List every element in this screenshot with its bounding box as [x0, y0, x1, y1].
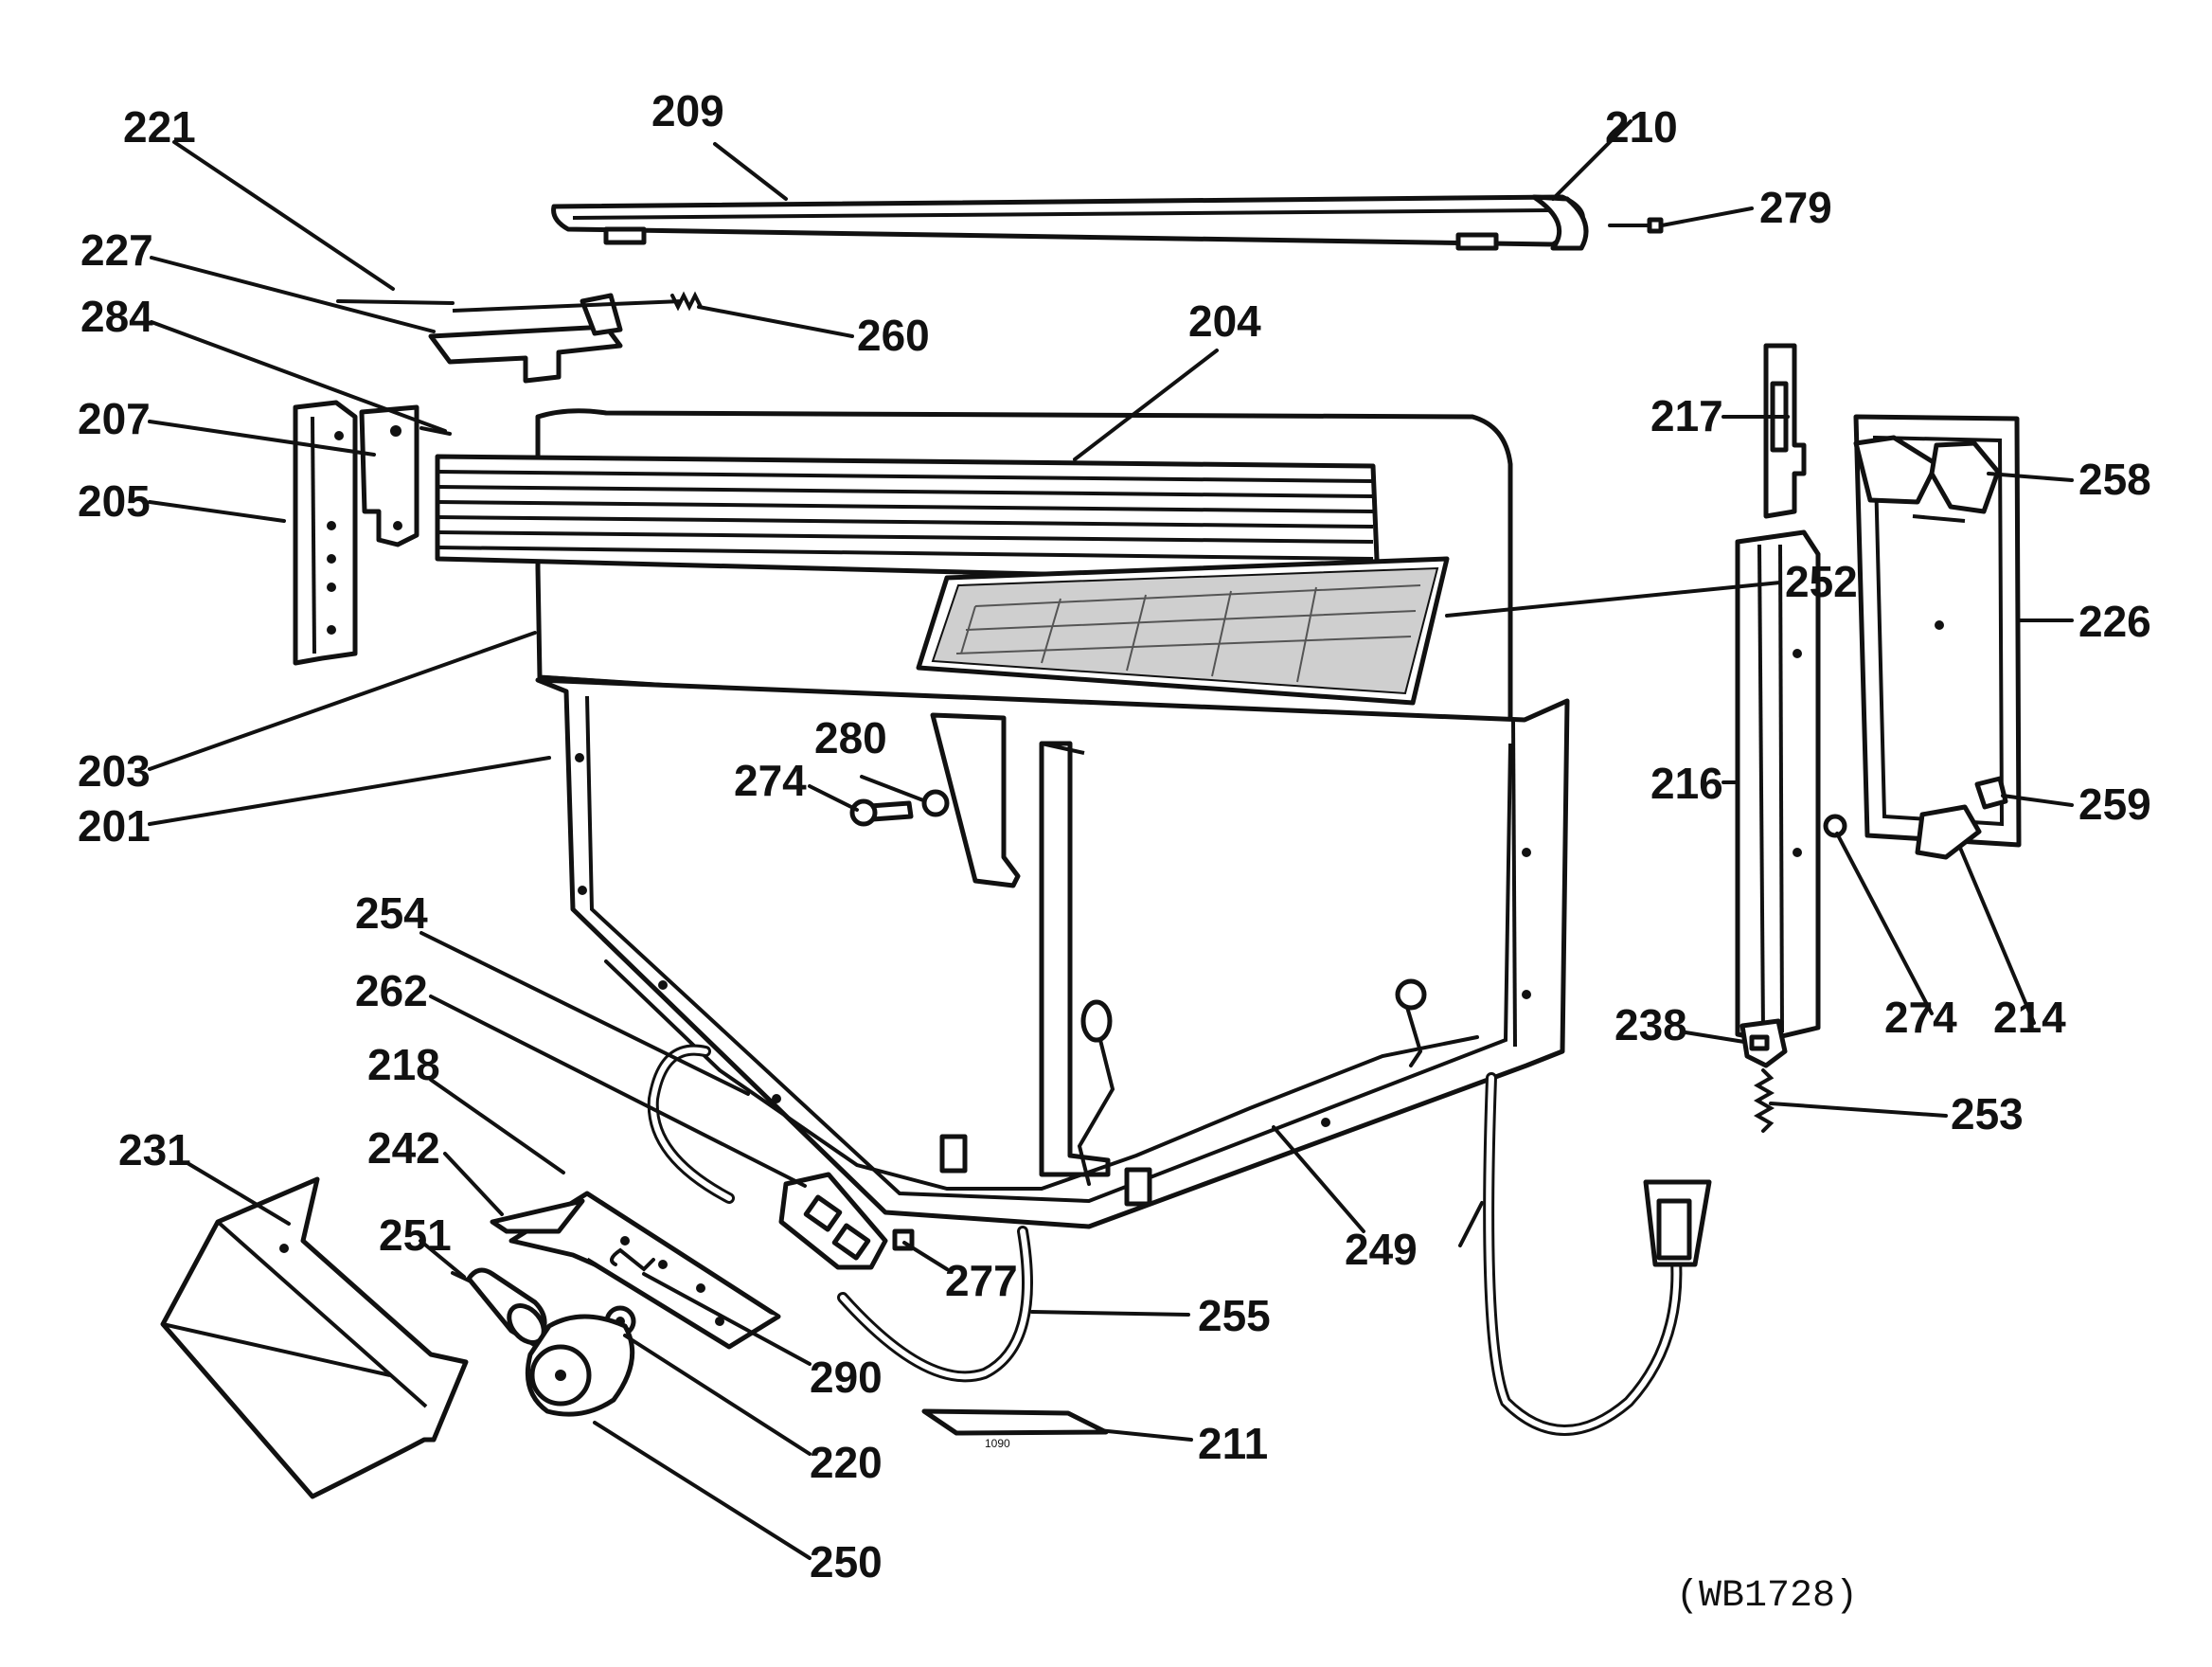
- part-clip-238: [1739, 1018, 1788, 1068]
- part-screw-279-head: [1647, 217, 1664, 234]
- callout-274-left: 274: [734, 756, 807, 805]
- callout-207: 207: [78, 394, 151, 443]
- part-tube-255: [837, 1226, 1033, 1383]
- part-filter-252: [916, 556, 1450, 706]
- callout-260: 260: [857, 311, 930, 360]
- part-brace: [930, 712, 1111, 1177]
- callout-221: 221: [123, 102, 196, 152]
- callout-242: 242: [367, 1123, 440, 1173]
- callout-284: 284: [80, 292, 153, 341]
- leader-lines: [148, 119, 2074, 1560]
- callout-214: 214: [1993, 993, 2066, 1042]
- part-louver-assembly-204: [435, 454, 1381, 585]
- part-clip-290: [610, 1247, 655, 1272]
- callout-274-right: 274: [1884, 993, 1957, 1042]
- callout-238: 238: [1614, 1000, 1687, 1049]
- part-bracket-227: [428, 293, 683, 384]
- part-end-cap: [1531, 194, 1589, 251]
- callout-249: 249: [1345, 1225, 1418, 1274]
- callout-259: 259: [2078, 780, 2151, 829]
- part-ring-terminal: [1395, 978, 1427, 1011]
- callout-262: 262: [355, 966, 428, 1015]
- part-bracket-214: [1915, 804, 1982, 860]
- part-clip-b: [1124, 1167, 1152, 1207]
- callout-252: 252: [1785, 557, 1858, 606]
- callout-216: 216: [1650, 759, 1723, 808]
- part-bracket-217: [1763, 343, 1807, 519]
- part-latch-259: [1974, 776, 2008, 810]
- part-screw-274-right: [1823, 814, 1847, 838]
- callout-211: 211: [1198, 1419, 1268, 1468]
- callout-277: 277: [945, 1256, 1018, 1305]
- callout-227: 227: [80, 225, 153, 275]
- part-tube-254: [647, 1044, 735, 1204]
- part-wire-harness-249: [604, 959, 1479, 1191]
- part-switch-262: [778, 1172, 888, 1270]
- callout-231: 231: [118, 1125, 191, 1174]
- callout-217: 217: [1650, 391, 1723, 440]
- part-strip-221: [336, 299, 455, 305]
- part-wire-lead: [1077, 1031, 1115, 1186]
- callout-250: 250: [810, 1537, 883, 1586]
- part-grommet: [1080, 999, 1113, 1043]
- callout-226: 226: [2078, 597, 2151, 646]
- callout-209: 209: [651, 86, 724, 135]
- part-screw-284: [419, 426, 452, 436]
- nameplate-marking: 1090: [985, 1437, 1010, 1450]
- callout-280: 280: [814, 713, 887, 762]
- part-motor-250: [525, 1314, 635, 1417]
- diagram-id: (WB1728): [1676, 1575, 1858, 1618]
- part-washer-280: [921, 789, 950, 817]
- callout-258: 258: [2078, 455, 2151, 504]
- callout-255: 255: [1198, 1291, 1271, 1340]
- part-top-cover: [551, 194, 1585, 251]
- callout-210: 210: [1605, 102, 1678, 152]
- part-wire-lead-2: [1404, 1002, 1423, 1067]
- part-panel-226: [1853, 414, 2022, 848]
- part-rail-216: [1735, 529, 1821, 1043]
- callout-251: 251: [379, 1210, 452, 1260]
- part-power-cord: [1483, 1072, 1712, 1436]
- part-nameplate-211: 1090: [921, 1408, 1109, 1450]
- callout-204: 204: [1188, 296, 1261, 346]
- callout-220: 220: [810, 1438, 883, 1487]
- part-plate-207: [359, 404, 419, 547]
- part-screw-274-head: [849, 798, 878, 827]
- callout-203: 203: [78, 746, 151, 796]
- part-clip-a: [939, 1134, 968, 1174]
- part-capacitor-251: [451, 1267, 547, 1348]
- callout-labels: 221 227 284 207 205 203 201 209 210 279 …: [78, 86, 2151, 1586]
- callout-290: 290: [810, 1353, 883, 1402]
- part-spring-260: [670, 291, 703, 312]
- callout-205: 205: [78, 476, 151, 526]
- callout-279: 279: [1759, 183, 1832, 232]
- callout-201: 201: [78, 801, 151, 851]
- callout-253: 253: [1951, 1089, 2024, 1138]
- part-cover-231: [160, 1176, 469, 1499]
- part-spring-253: [1753, 1068, 1775, 1133]
- callout-218: 218: [367, 1040, 440, 1089]
- callout-254: 254: [355, 888, 428, 938]
- part-side-bracket-205: [293, 400, 358, 666]
- part-bracket-242: [490, 1198, 585, 1234]
